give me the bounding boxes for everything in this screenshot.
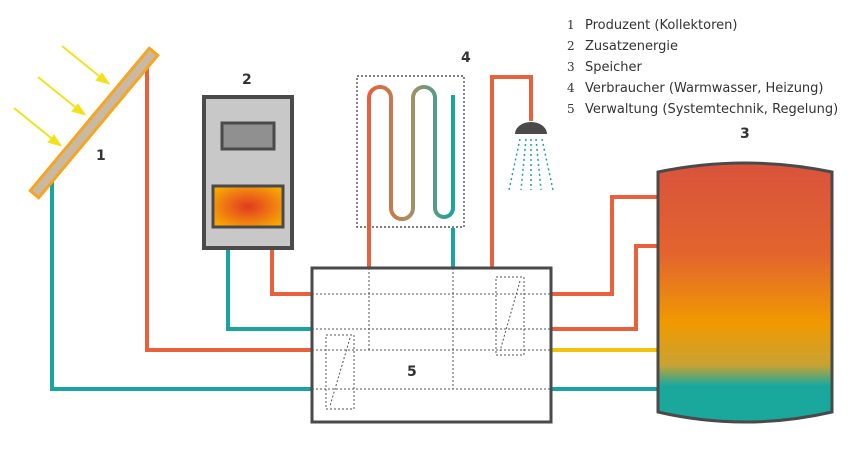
collector-cold-pipe (50, 180, 312, 391)
legend-item-management: Verwaltung (Systemtechnik, Regelung) (585, 102, 838, 117)
collector-hot-pipe (145, 62, 312, 352)
solar-collector-icon (28, 46, 160, 200)
legend-item-additional-energy: Zusatzenergie (585, 39, 678, 54)
legend-num: 1 (567, 18, 575, 32)
boiler-icon (202, 95, 294, 250)
legend-num: 4 (567, 81, 575, 95)
shower-icon (508, 122, 554, 191)
label-tank: 3 (740, 126, 750, 142)
label-consumer: 4 (461, 50, 471, 66)
boiler-hot-pipe (270, 248, 312, 296)
legend-num: 5 (567, 102, 575, 116)
sun-rays-icon (13, 45, 111, 147)
boiler-cold-pipe (226, 248, 312, 331)
storage-tank-icon (656, 161, 834, 424)
radiator-icon (367, 85, 455, 228)
legend-item-producer: Produzent (Kollektoren) (585, 18, 737, 33)
legend-item-storage: Speicher (585, 60, 642, 75)
pipes (50, 62, 658, 391)
label-boiler: 2 (242, 72, 252, 88)
tank-hot-pipe-top (551, 195, 658, 296)
control-unit (310, 266, 553, 424)
radiator-frame (356, 75, 465, 228)
shower-pipe (490, 75, 533, 268)
label-control: 5 (407, 364, 417, 380)
legend-item-consumer: Verbraucher (Warmwasser, Heizung) (585, 81, 824, 96)
legend-num: 3 (567, 60, 575, 74)
label-collector: 1 (96, 148, 106, 164)
legend: 1 Produzent (Kollektoren) 2 Zusatzenergi… (567, 18, 838, 117)
tank-hot-pipe-mid (551, 244, 658, 331)
legend-num: 2 (567, 39, 575, 53)
